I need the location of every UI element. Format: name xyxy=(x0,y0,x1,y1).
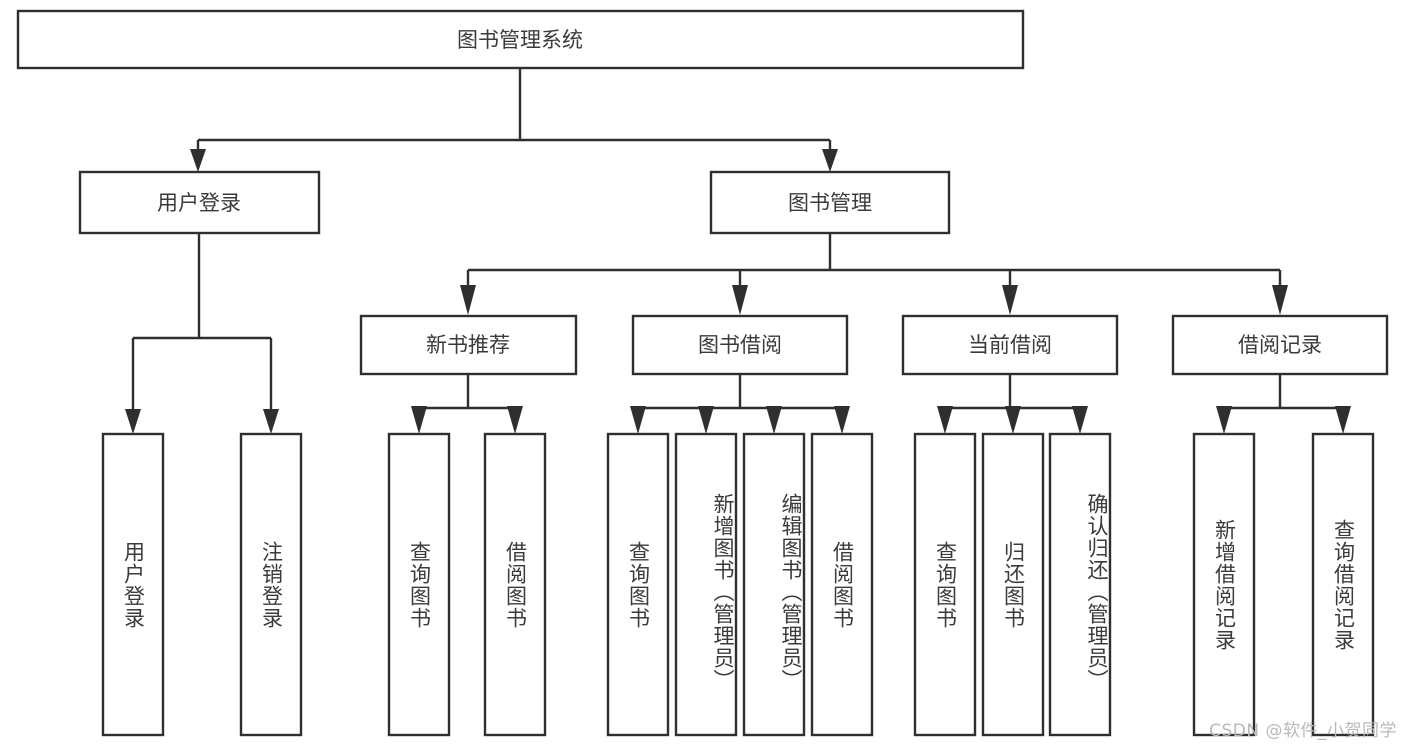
arrow-icon-book-borrow-leaf-4 xyxy=(834,406,850,434)
arrow-icon-root-to-book-mgmt xyxy=(822,149,838,172)
arrow-icon-current-borrow-leaf-3 xyxy=(1072,406,1088,434)
arrow-icon-to-new-book-recommend xyxy=(460,285,476,315)
node-book-borrow-box[interactable] xyxy=(631,314,849,376)
leaf-box-book-borrow-3[interactable] xyxy=(742,432,806,737)
arrow-icon-current-borrow-leaf-2 xyxy=(1005,406,1021,434)
arrow-icon-user-login-leaf-2 xyxy=(263,409,279,434)
leaf-box-borrow-record-1[interactable] xyxy=(1192,432,1256,737)
csdn-watermark: CSDN @软件_小贺同学 xyxy=(1209,721,1397,741)
node-new-book-recommend-box[interactable] xyxy=(359,314,578,376)
node-borrow-record[interactable]: 借阅记录 xyxy=(1171,314,1389,376)
node-book-borrow[interactable]: 图书借阅 xyxy=(631,314,849,376)
leaf-box-user-login-1[interactable] xyxy=(101,432,165,737)
leaf-box-new-book-1[interactable] xyxy=(387,432,451,737)
arrow-icon-to-borrow-record xyxy=(1272,285,1288,315)
leaf-box-book-borrow-1[interactable] xyxy=(606,432,670,737)
arrow-icon-borrow-record-leaf-2 xyxy=(1335,406,1351,434)
arrow-icon-book-borrow-leaf-1 xyxy=(630,406,646,434)
arrow-icon-borrow-record-leaf-1 xyxy=(1216,406,1232,434)
node-new-book-recommend[interactable]: 新书推荐 xyxy=(359,314,578,376)
arrow-icon-book-borrow-leaf-2 xyxy=(698,406,714,434)
node-root-system[interactable]: 图书管理系统 xyxy=(16,9,1025,70)
arrow-icon-new-book-leaf-2 xyxy=(507,406,523,434)
node-root-box[interactable] xyxy=(16,9,1025,70)
node-book-management[interactable]: 图书管理 xyxy=(709,170,951,235)
arrow-icon-user-login-leaf-1 xyxy=(125,409,141,434)
leaf-box-current-borrow-1[interactable] xyxy=(913,432,977,737)
node-borrow-record-box[interactable] xyxy=(1171,314,1389,376)
leaf-box-user-login-2[interactable] xyxy=(239,432,303,737)
arrow-icon-to-current-borrow xyxy=(1002,285,1018,315)
leaf-box-current-borrow-2[interactable] xyxy=(981,432,1045,737)
leaf-box-new-book-2[interactable] xyxy=(483,432,547,737)
leaf-box-current-borrow-3[interactable] xyxy=(1048,432,1112,737)
arrow-icon-current-borrow-leaf-1 xyxy=(937,406,953,434)
node-borrow-record-label: 借阅记录 xyxy=(1238,333,1322,357)
leaf-box-borrow-record-2[interactable] xyxy=(1311,432,1375,737)
arrow-icon-to-book-borrow xyxy=(732,285,748,315)
node-user-login-label: 用户登录 xyxy=(157,191,241,215)
node-book-borrow-label: 图书借阅 xyxy=(698,333,782,357)
leaf-box-book-borrow-2[interactable] xyxy=(674,432,738,737)
node-root-label: 图书管理系统 xyxy=(457,28,583,52)
node-book-management-box[interactable] xyxy=(709,170,951,235)
arrow-icon-book-borrow-leaf-3 xyxy=(766,406,782,434)
node-new-book-recommend-label: 新书推荐 xyxy=(426,333,510,357)
node-current-borrow[interactable]: 当前借阅 xyxy=(901,314,1119,376)
arrow-icon-root-to-user-login xyxy=(190,149,206,172)
leaf-box-book-borrow-4[interactable] xyxy=(810,432,874,737)
node-user-login[interactable]: 用户登录 xyxy=(78,170,321,235)
node-book-management-label: 图书管理 xyxy=(788,191,872,215)
node-current-borrow-label: 当前借阅 xyxy=(968,333,1052,357)
arrow-icon-new-book-leaf-1 xyxy=(411,406,427,434)
node-current-borrow-box[interactable] xyxy=(901,314,1119,376)
